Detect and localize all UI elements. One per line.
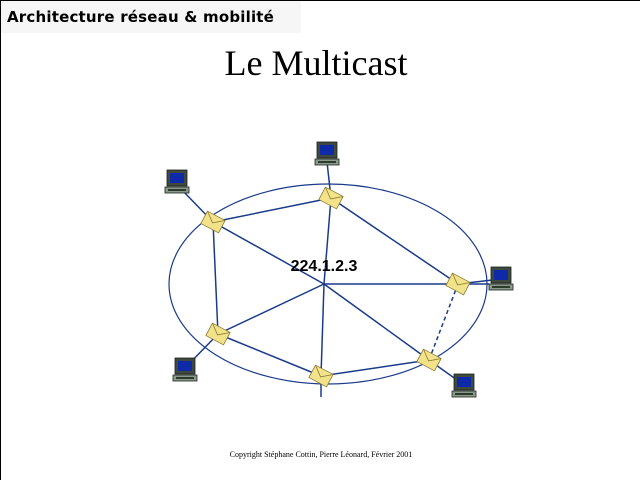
link-top-right xyxy=(330,197,459,285)
header-band xyxy=(1,1,301,33)
router-icon xyxy=(445,272,471,296)
computer-icon xyxy=(314,141,340,166)
copyright-notice: Copyright Stéphane Cottin, Pierre Léonar… xyxy=(229,450,413,459)
link-bottom-lower-left xyxy=(217,333,322,377)
router-icon xyxy=(318,186,344,210)
course-title: Architecture réseau & mobilité xyxy=(7,8,275,26)
computer-icon xyxy=(451,373,477,398)
spoke-to-router-top xyxy=(323,197,332,285)
ring-links xyxy=(212,197,459,377)
router-icon xyxy=(200,210,226,234)
computer-icon xyxy=(488,266,514,291)
spoke-to-router-lower-left xyxy=(217,283,325,335)
slide-title: Le Multicast xyxy=(224,43,408,83)
router-icon xyxy=(205,322,231,346)
spoke-to-router-upper-left xyxy=(212,221,325,285)
group-address-label: 224.1.2.3 xyxy=(291,258,358,275)
link-right-lower-right xyxy=(428,283,459,361)
router-icon xyxy=(416,348,442,372)
computer-icon xyxy=(172,357,198,382)
link-lower-left-upper-left xyxy=(212,221,219,335)
link-upper-left-top xyxy=(212,197,332,223)
routers xyxy=(200,186,471,388)
spoke-to-router-bottom xyxy=(320,283,325,377)
spoke-to-router-lower-right xyxy=(323,283,430,361)
link-lower-right-bottom xyxy=(320,359,430,377)
computer-icon xyxy=(164,169,190,194)
